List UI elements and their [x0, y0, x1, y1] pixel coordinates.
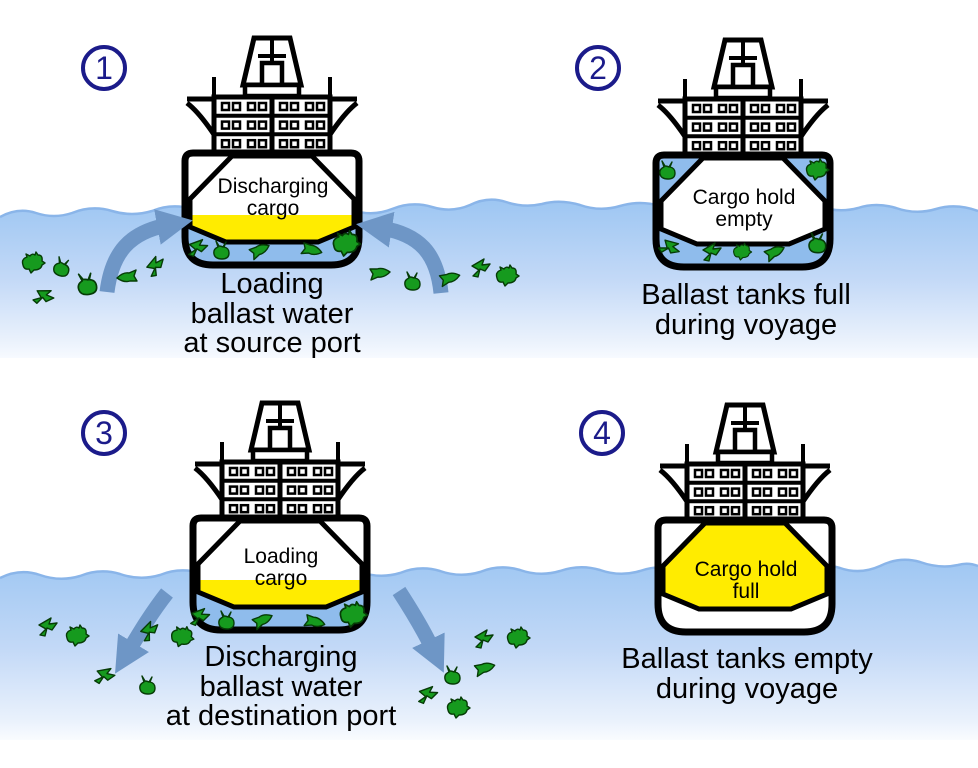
hold-label-ship-3: Loading cargo: [244, 546, 319, 590]
caption-step-4: Ballast tanks empty during voyage: [621, 643, 873, 705]
caption-step-2: Ballast tanks full during voyage: [641, 279, 851, 341]
caption-line: Discharging: [204, 641, 358, 673]
ballast-out-arrow-left: [115, 588, 173, 674]
caption-line: during voyage: [655, 672, 839, 705]
ballast-in-arrow-left: [99, 209, 193, 294]
caption-line: at destination port: [165, 700, 397, 732]
ballast-out-arrow-right: [392, 586, 445, 673]
ship-1-loading-ballast: [185, 38, 359, 265]
step-badge-2: 2: [575, 45, 621, 91]
caption-line: Ballast tanks full: [641, 279, 851, 311]
hold-label-ship-2: Cargo hold empty: [693, 187, 796, 231]
hold-label-ship-4: Cargo hold full: [695, 559, 798, 603]
hold-label-line: empty: [715, 208, 773, 231]
hold-label-line: Cargo hold: [694, 558, 798, 581]
caption-line: during voyage: [654, 308, 838, 341]
ballast-in-arrow-right: [356, 211, 449, 294]
caption-line: Loading: [220, 268, 324, 300]
hold-label-ship-1: Discharging cargo: [218, 176, 329, 220]
ship-2-ballast-full: [656, 40, 830, 267]
hold-label-line: full: [732, 580, 760, 603]
wave-crest: [0, 558, 978, 580]
ballast-flow-arrows: [99, 209, 449, 674]
hold-label-line: cargo: [254, 567, 308, 590]
caption-line: ballast water: [199, 670, 363, 703]
caption-line: at source port: [183, 327, 361, 359]
step-badge-3: 3: [81, 410, 127, 456]
ship-3-discharging-ballast: [193, 403, 367, 630]
hold-label-line: Loading: [243, 545, 319, 568]
hold-label-line: Discharging: [217, 175, 329, 198]
hold-label-line: Cargo hold: [692, 186, 796, 209]
caption-step-1: Loading ballast water at source port: [183, 268, 361, 359]
step-badge-4: 4: [579, 410, 625, 456]
hold-label-line: cargo: [246, 197, 300, 220]
caption-line: ballast water: [190, 297, 354, 330]
step-badge-1: 1: [81, 45, 127, 91]
caption-step-3: Discharging ballast water at destination…: [165, 641, 397, 732]
caption-line: Ballast tanks empty: [621, 643, 873, 675]
